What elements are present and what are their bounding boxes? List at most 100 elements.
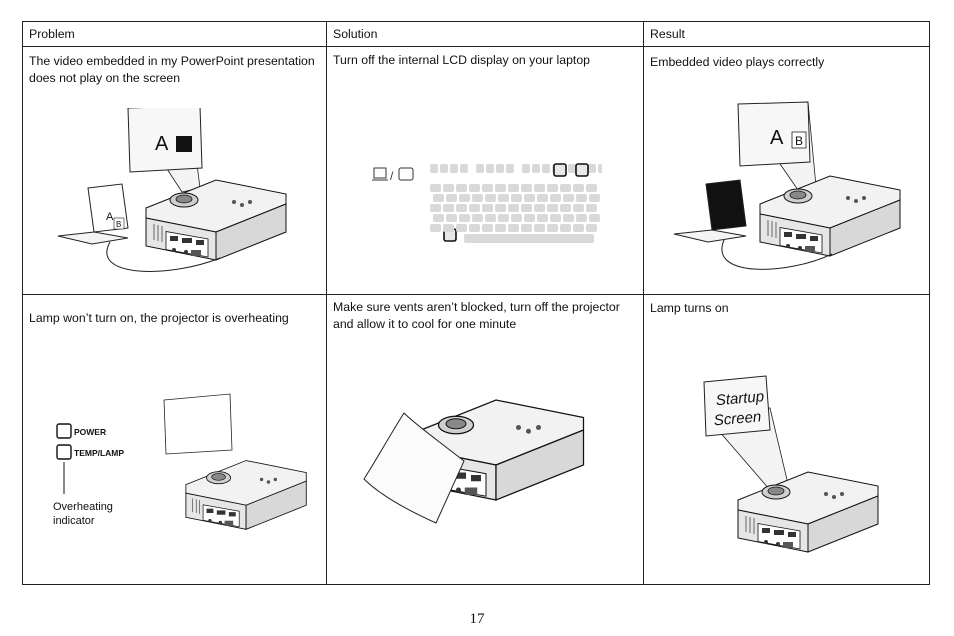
row2-result: Lamp turns on bbox=[650, 301, 729, 315]
indicators-illustration: POWER TEMP/LAMP Overheating indicator bbox=[53, 393, 307, 530]
keyboard-key bbox=[550, 194, 561, 202]
function-key bbox=[506, 164, 514, 173]
keyboard-key bbox=[573, 204, 584, 212]
keyboard-key bbox=[485, 194, 496, 202]
laptop-projector-illustration: A A B bbox=[57, 108, 287, 272]
keyboard-key bbox=[550, 214, 561, 222]
function-key bbox=[598, 164, 602, 173]
keyboard-key bbox=[524, 194, 535, 202]
keyboard-key bbox=[469, 224, 480, 232]
keyboard-key bbox=[560, 184, 571, 192]
keyboard-key bbox=[576, 214, 587, 222]
row1-solution: Turn off the internal LCD display on you… bbox=[333, 53, 591, 67]
function-key bbox=[496, 164, 504, 173]
keyboard-key bbox=[511, 194, 522, 202]
keyboard-key bbox=[534, 204, 545, 212]
function-key bbox=[440, 164, 448, 173]
laptop-screen bbox=[705, 179, 747, 231]
projection-screen bbox=[127, 108, 203, 173]
embedded-video-illustration: A B bbox=[673, 101, 901, 270]
keyboard-key bbox=[508, 224, 519, 232]
keyboard-key bbox=[482, 224, 493, 232]
keyboard-key bbox=[521, 204, 532, 212]
projector bbox=[185, 460, 307, 530]
video-cable bbox=[721, 239, 833, 270]
keyboard bbox=[430, 163, 602, 243]
function-key bbox=[460, 164, 468, 173]
keyboard-key bbox=[508, 204, 519, 212]
keyboard-key bbox=[547, 204, 558, 212]
svg-text:A: A bbox=[770, 127, 784, 149]
temp-lamp-indicator bbox=[56, 444, 72, 460]
function-key bbox=[588, 164, 596, 173]
laptop-base bbox=[57, 231, 129, 245]
keyboard-key bbox=[459, 214, 470, 222]
keyboard-key bbox=[586, 184, 597, 192]
keyboard-key bbox=[433, 214, 444, 222]
power-label: POWER bbox=[74, 427, 106, 437]
keyboard-key bbox=[534, 184, 545, 192]
black-video-area bbox=[176, 136, 192, 152]
keyboard-key bbox=[576, 194, 587, 202]
monitor-icon bbox=[398, 167, 414, 181]
keyboard-key bbox=[459, 194, 470, 202]
keyboard-key bbox=[586, 224, 597, 232]
projection-screen bbox=[737, 101, 811, 167]
startup-screen-illustration: Startup Screen bbox=[703, 375, 879, 553]
function-key bbox=[532, 164, 540, 173]
function-key bbox=[430, 164, 438, 173]
row-divider bbox=[23, 294, 929, 295]
keyboard-key bbox=[589, 194, 600, 202]
keyboard-key bbox=[443, 204, 454, 212]
keyboard-key bbox=[573, 184, 584, 192]
keyboard-key bbox=[534, 224, 545, 232]
function-key bbox=[522, 164, 530, 173]
svg-text:B: B bbox=[116, 220, 121, 229]
screen-text: Screen bbox=[713, 408, 762, 429]
indicator-label: indicator bbox=[53, 515, 95, 527]
keyboard-key bbox=[495, 224, 506, 232]
row1-problem: The video embedded in my PowerPoint pres… bbox=[29, 54, 315, 85]
keyboard-key bbox=[547, 184, 558, 192]
keyboard-key bbox=[443, 224, 454, 232]
keyboard-key bbox=[589, 214, 600, 222]
header-result: Result bbox=[650, 27, 685, 41]
keyboard-key bbox=[498, 214, 509, 222]
keyboard-key bbox=[573, 224, 584, 232]
keyboard-key bbox=[446, 194, 457, 202]
function-key bbox=[542, 164, 550, 173]
keyboard-key bbox=[537, 214, 548, 222]
header-problem: Problem bbox=[29, 27, 75, 41]
svg-text:/: / bbox=[390, 169, 394, 183]
keyboard-key bbox=[521, 184, 532, 192]
keyboard-key bbox=[511, 214, 522, 222]
keyboard-key bbox=[508, 184, 519, 192]
keyboard-key bbox=[524, 214, 535, 222]
keyboard-key bbox=[495, 184, 506, 192]
keyboard-key bbox=[472, 194, 483, 202]
laptop-base bbox=[673, 229, 747, 243]
video-cable bbox=[106, 241, 221, 272]
keyboard-key bbox=[430, 224, 441, 232]
overheating-label: Overheating bbox=[53, 501, 113, 513]
function-key bbox=[450, 164, 458, 173]
keyboard-key bbox=[521, 224, 532, 232]
keyboard-key bbox=[443, 184, 454, 192]
function-key bbox=[568, 164, 576, 173]
keyboard-key bbox=[482, 184, 493, 192]
keyboard-key bbox=[469, 184, 480, 192]
keyboard-key bbox=[430, 204, 441, 212]
keyboard-key bbox=[482, 204, 493, 212]
projection-screen bbox=[703, 375, 771, 437]
keyboard-key bbox=[456, 184, 467, 192]
temp-lamp-label: TEMP/LAMP bbox=[74, 448, 124, 458]
keyboard-key bbox=[560, 224, 571, 232]
startup-text: Startup bbox=[715, 388, 765, 409]
function-key bbox=[476, 164, 484, 173]
column-divider bbox=[326, 22, 327, 584]
screen-letter-a: A bbox=[155, 133, 169, 155]
keyboard-key bbox=[430, 184, 441, 192]
keyboard-key bbox=[456, 204, 467, 212]
keyboard-key bbox=[586, 204, 597, 212]
highlighted-key bbox=[553, 163, 567, 177]
